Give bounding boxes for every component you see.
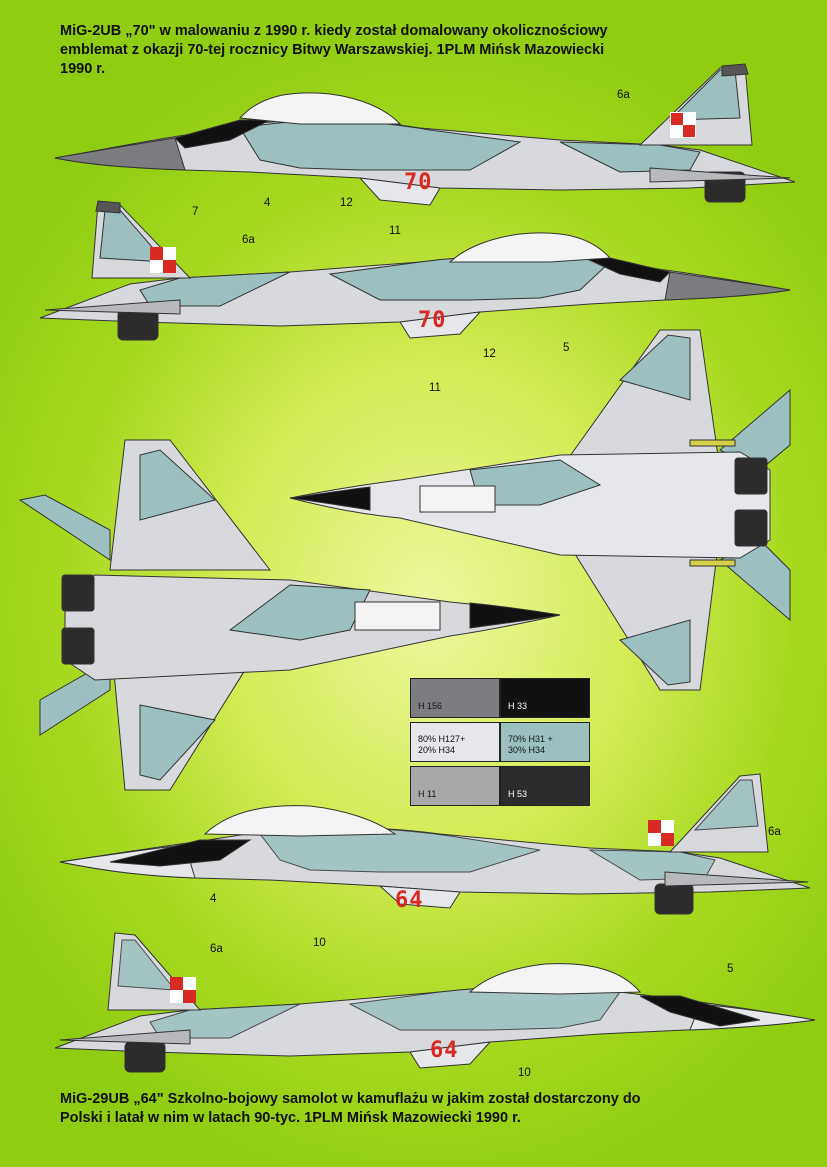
callout-6a: 6a — [242, 234, 255, 246]
callout-6a: 6a — [768, 826, 781, 838]
callout-11: 11 — [429, 382, 441, 394]
caption-top: MiG-2UB „70" w malowaniu z 1990 r. kiedy… — [60, 23, 608, 77]
swatch-label: 80% H127+ 20% H34 — [418, 734, 466, 755]
caption-bottom: MiG-29UB „64" Szkolno-bojowy samolot w k… — [60, 1091, 641, 1126]
polish-checkerboard-icon — [648, 820, 674, 846]
callout-7: 7 — [192, 206, 199, 218]
paint-swatch-h31-h34: 70% H31 + 30% H34 — [500, 722, 590, 762]
paint-swatch-h127-h34: 80% H127+ 20% H34 — [410, 722, 500, 762]
callout-4: 4 — [210, 893, 217, 905]
callout-12: 12 — [340, 197, 353, 209]
aircraft-code-70: 70 — [418, 308, 447, 333]
polish-checkerboard-icon — [170, 977, 196, 1003]
callout-10: 10 — [518, 1067, 531, 1079]
aircraft-code-70: 70 — [404, 170, 433, 195]
paint-swatch-h33: H 33 — [500, 678, 590, 718]
callout-5: 5 — [563, 342, 570, 354]
aircraft-code-64: 64 — [430, 1038, 459, 1063]
polish-checkerboard-icon — [150, 247, 176, 273]
callout-6a: 6a — [210, 943, 223, 955]
callout-11: 11 — [389, 225, 401, 237]
callout-6a: 6a — [617, 89, 630, 101]
callout-10: 10 — [313, 937, 326, 949]
swatch-label: H 11 — [418, 789, 437, 799]
paint-swatch-h156: H 156 — [410, 678, 500, 718]
aircraft-code-64: 64 — [395, 888, 424, 913]
paint-swatch-h11: H 11 — [410, 766, 500, 806]
callout-12: 12 — [483, 348, 496, 360]
callout-4: 4 — [264, 197, 271, 209]
swatch-label: H 156 — [418, 701, 443, 711]
callout-5: 5 — [727, 963, 734, 975]
polish-checkerboard-icon — [670, 112, 696, 138]
swatch-label: H 33 — [508, 701, 528, 711]
swatch-label: 70% H31 + 30% H34 — [508, 734, 553, 755]
swatch-label: H 53 — [508, 789, 528, 799]
paint-swatch-h53: H 53 — [500, 766, 590, 806]
